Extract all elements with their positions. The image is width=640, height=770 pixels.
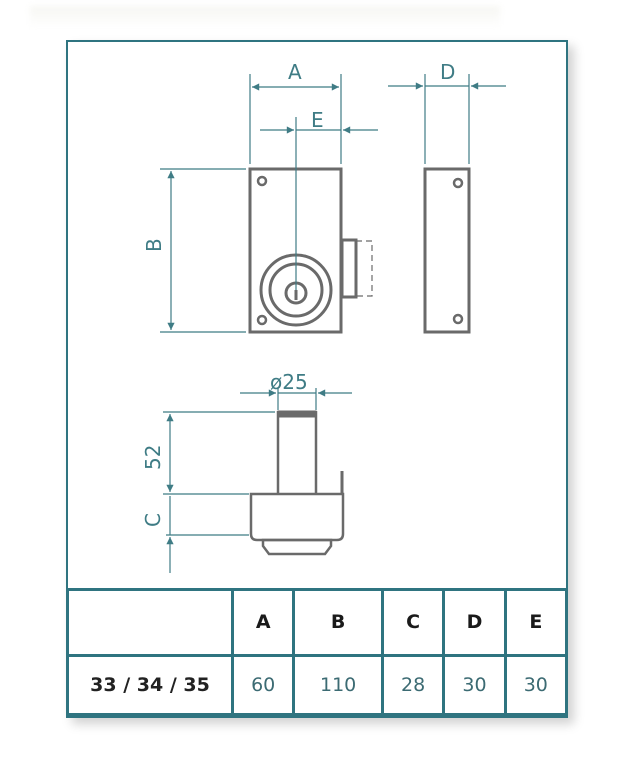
header-e: E <box>503 588 569 657</box>
label-diameter: ø25 <box>270 370 308 394</box>
label-c: C <box>141 513 165 527</box>
bottom-view <box>249 410 345 556</box>
label-e: E <box>311 108 324 132</box>
table-row: 33 / 34 / 35 60 110 28 30 30 <box>66 653 569 717</box>
header-blank <box>66 588 234 657</box>
label-a: A <box>288 60 302 84</box>
label-d: D <box>440 60 455 84</box>
dimensions-table: A B C D E 33 / 34 / 35 60 110 28 30 30 <box>66 588 569 717</box>
model-cell: 33 / 34 / 35 <box>66 653 234 717</box>
dimensions-bottom <box>163 388 352 573</box>
label-depth: 52 <box>141 445 165 470</box>
dimensions-top <box>160 74 506 333</box>
front-view <box>248 167 373 334</box>
value-a: 60 <box>230 653 296 717</box>
table-header-row: A B C D E <box>66 588 569 657</box>
top-shadow <box>30 6 500 28</box>
value-e: 30 <box>503 653 569 717</box>
value-d: 30 <box>442 653 507 717</box>
header-a: A <box>230 588 296 657</box>
header-b: B <box>292 588 384 657</box>
label-b: B <box>142 238 166 252</box>
header-c: C <box>380 588 446 657</box>
side-view <box>423 167 471 334</box>
header-d: D <box>442 588 507 657</box>
value-c: 28 <box>380 653 446 717</box>
value-b: 110 <box>292 653 384 717</box>
